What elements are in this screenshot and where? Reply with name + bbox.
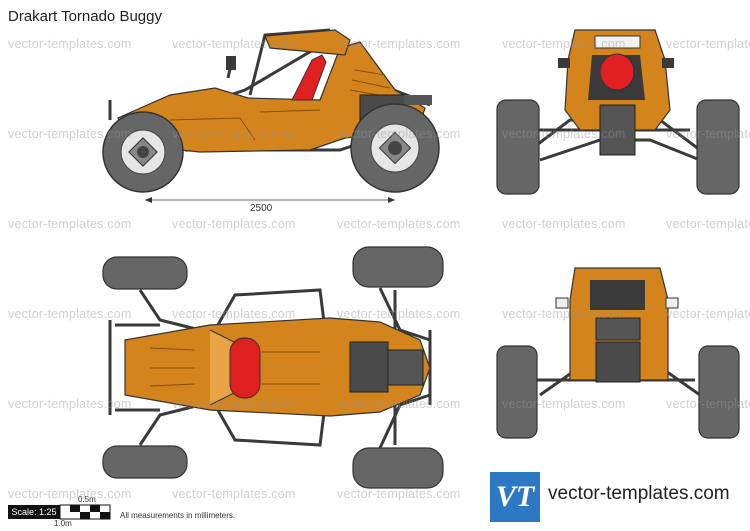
scale-top-mark: 0.5m (78, 495, 96, 504)
side-view (102, 28, 440, 203)
front-view (496, 29, 740, 195)
page-title: Drakart Tornado Buggy (8, 8, 162, 25)
dimension-label: 2500 (250, 203, 273, 214)
brand-site-link[interactable]: vector-templates.com (548, 483, 730, 504)
seat (291, 54, 327, 101)
scale-bar (59, 504, 111, 520)
brand-logo: VT (490, 472, 540, 522)
rear-wheel (350, 103, 440, 193)
front-wheel (102, 111, 184, 193)
measurement-note: All measurements in millimeters. (120, 511, 236, 520)
brand: VT vector-templates.com (490, 472, 746, 522)
rear-view (496, 267, 740, 439)
scale-bottom-mark: 1.0m (54, 519, 72, 528)
top-view (102, 246, 444, 489)
scale-label: Scale: 1:25 (8, 505, 60, 519)
